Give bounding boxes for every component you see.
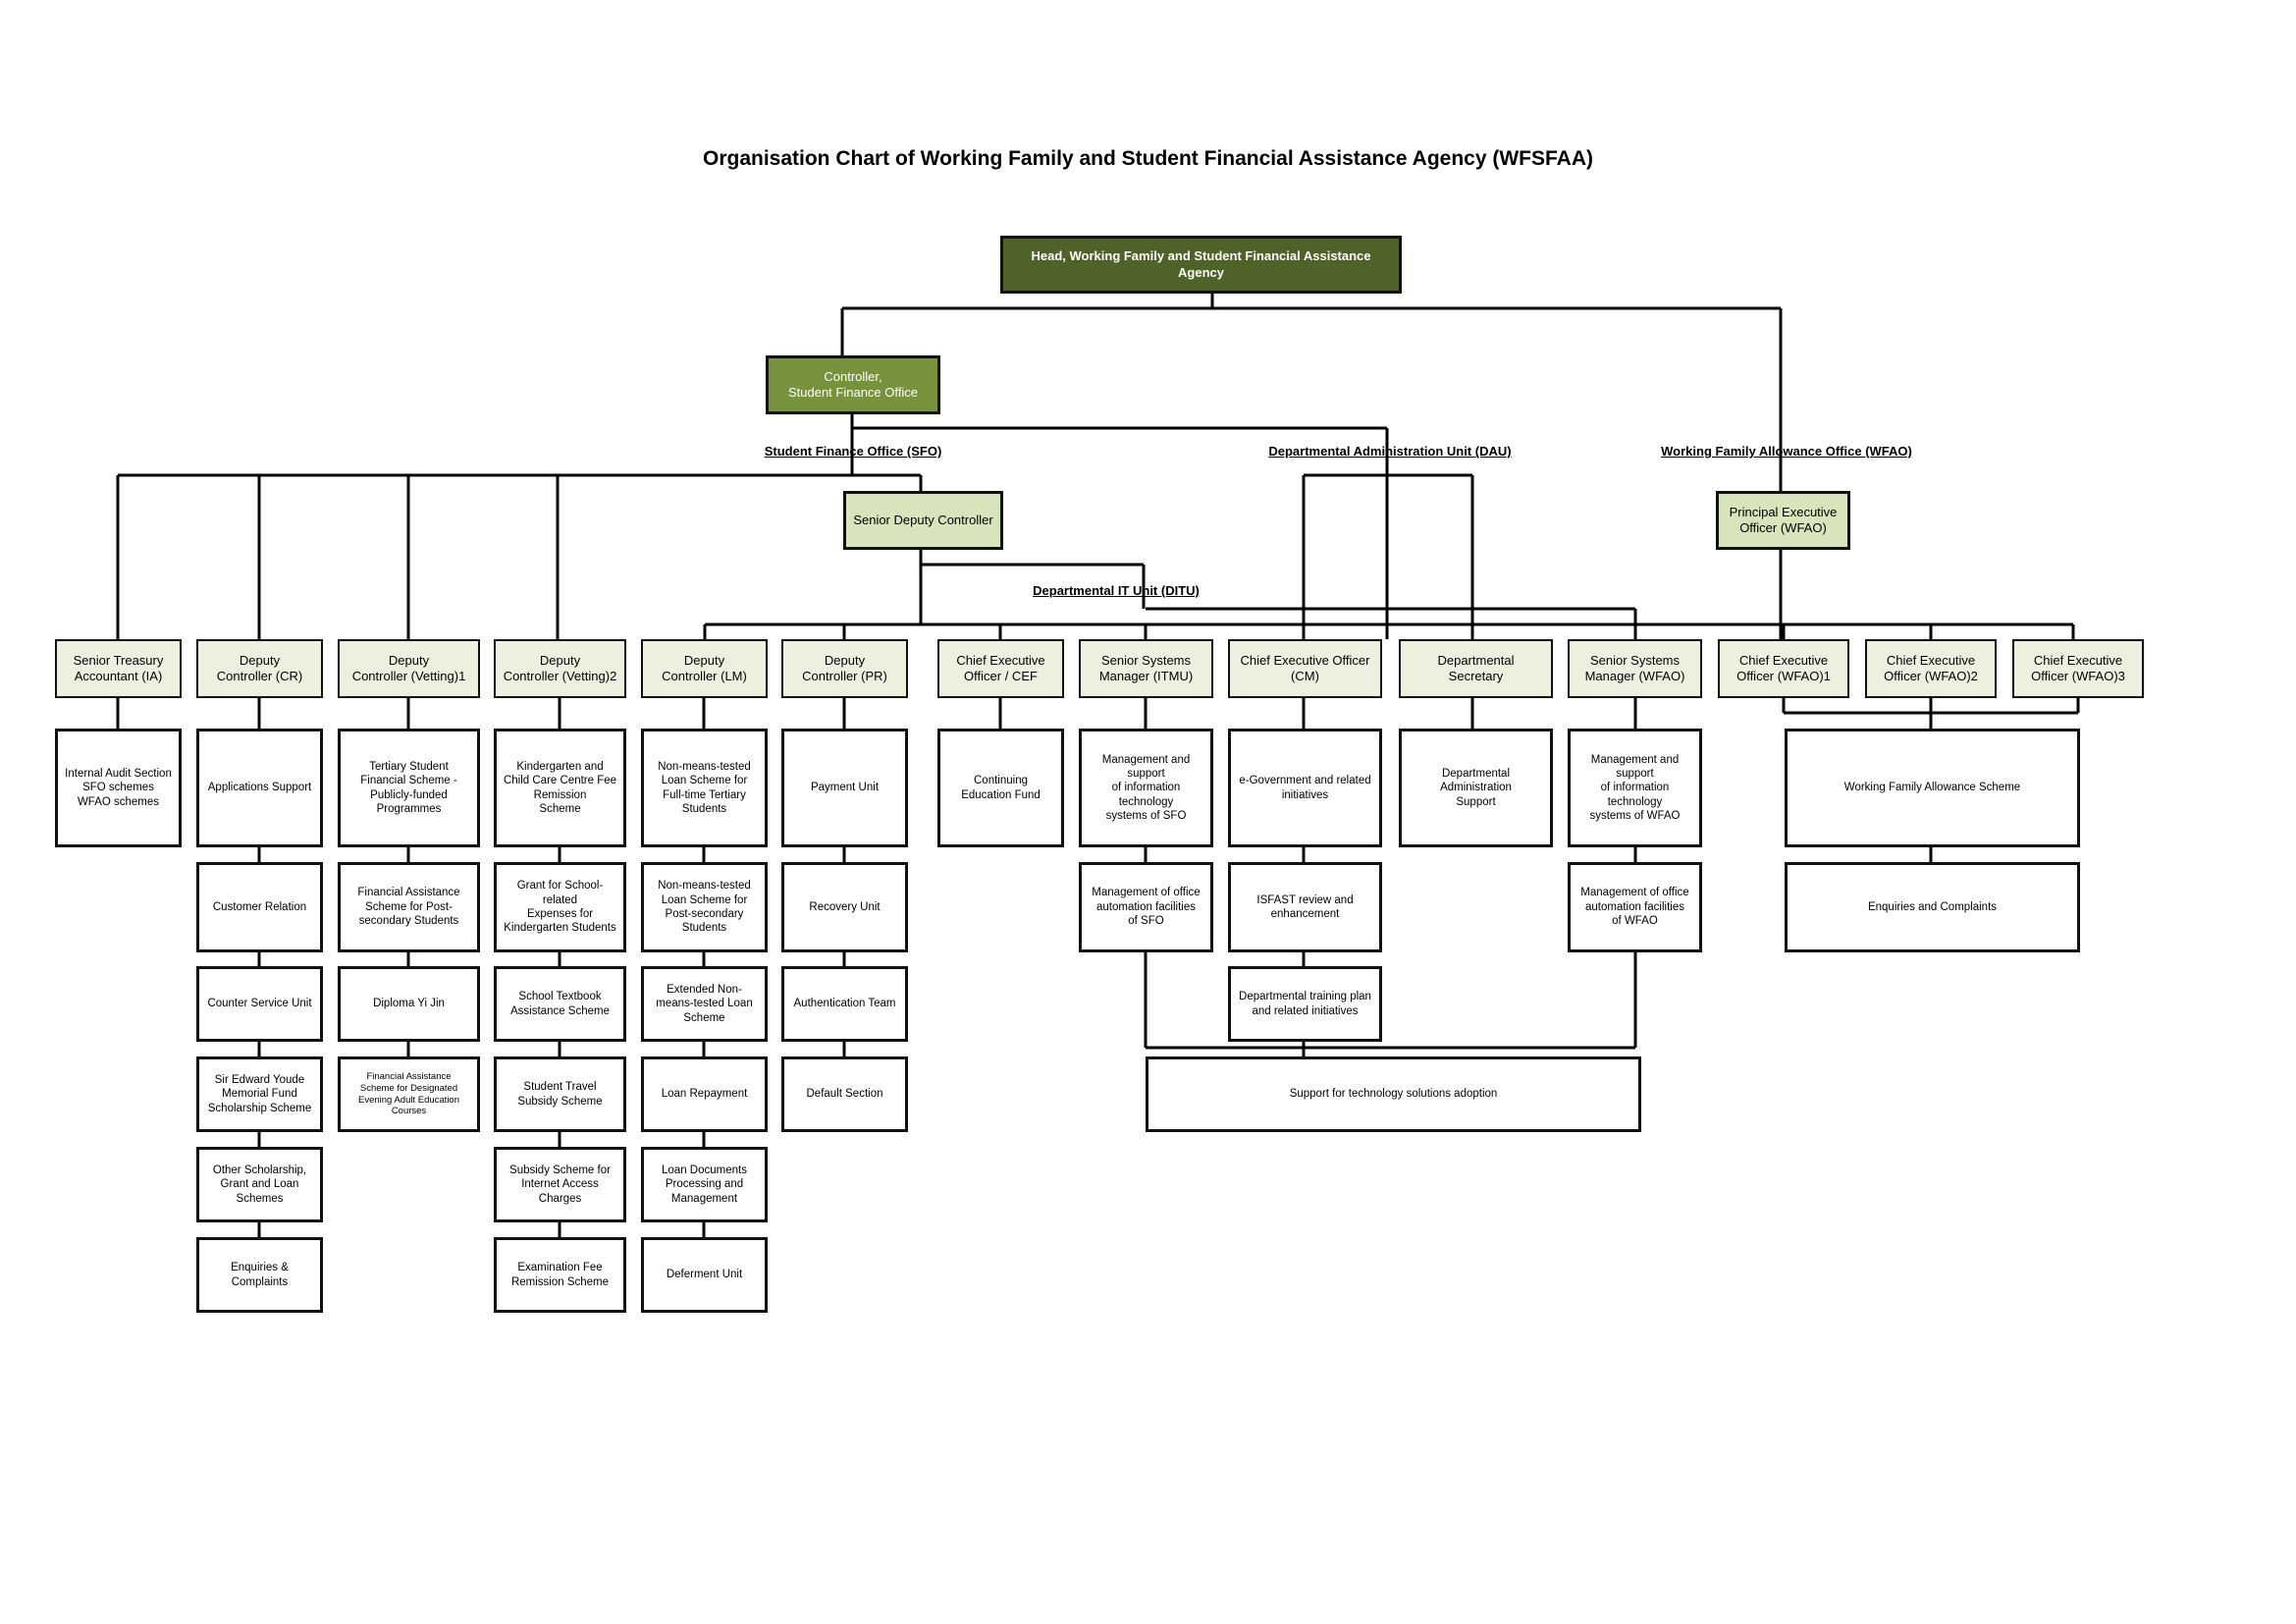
unit-box[interactable]: Tertiary Student Financial Scheme - Publ… — [338, 729, 480, 847]
unit-box[interactable]: Continuing Education Fund — [937, 729, 1064, 847]
ditu-label: Departmental IT Unit (DITU) — [1033, 583, 1200, 598]
chart-title: Organisation Chart of Working Family and… — [702, 147, 1593, 170]
unit-box[interactable]: Counter Service Unit — [196, 966, 323, 1042]
unit-box[interactable]: Financial Assistance Scheme for Post- se… — [338, 862, 480, 952]
departmental-secretary-box[interactable]: Departmental Secretary — [1399, 639, 1553, 698]
unit-box[interactable]: Non-means-tested Loan Scheme for Post-se… — [641, 862, 768, 952]
unit-box[interactable]: Recovery Unit — [781, 862, 908, 952]
unit-box[interactable]: Student Travel Subsidy Scheme — [494, 1056, 626, 1132]
unit-box[interactable]: Management and support of information te… — [1568, 729, 1702, 847]
senior-deputy-controller-box[interactable]: Senior Deputy Controller — [843, 491, 1003, 550]
unit-box[interactable]: Loan Repayment — [641, 1056, 768, 1132]
enquiries-and-complaints-box[interactable]: Enquiries and Complaints — [1785, 862, 2080, 952]
unit-box[interactable]: Default Section — [781, 1056, 908, 1132]
sfo-label: Student Finance Office (SFO) — [764, 444, 942, 459]
unit-box[interactable]: Applications Support — [196, 729, 323, 847]
chief-executive-officer-cm-box[interactable]: Chief Executive Officer (CM) — [1228, 639, 1382, 698]
dau-label: Departmental Administration Unit (DAU) — [1268, 444, 1512, 459]
principal-executive-officer-wfao-box[interactable]: Principal Executive Officer (WFAO) — [1716, 491, 1850, 550]
chief-executive-officer-wfao1-box[interactable]: Chief Executive Officer (WFAO)1 — [1718, 639, 1849, 698]
unit-box[interactable]: Management of office automation faciliti… — [1079, 862, 1213, 952]
unit-box[interactable]: Customer Relation — [196, 862, 323, 952]
senior-systems-manager-wfao-box[interactable]: Senior Systems Manager (WFAO) — [1568, 639, 1702, 698]
technology-solutions-support-box[interactable]: Support for technology solutions adoptio… — [1146, 1056, 1641, 1132]
deputy-controller-pr-box[interactable]: Deputy Controller (PR) — [781, 639, 908, 698]
wfao-label: Working Family Allowance Office (WFAO) — [1661, 444, 1912, 459]
working-family-allowance-scheme-box[interactable]: Working Family Allowance Scheme — [1785, 729, 2080, 847]
unit-box[interactable]: Financial Assistance Scheme for Designat… — [338, 1056, 480, 1132]
head-agency-box[interactable]: Head, Working Family and Student Financi… — [1000, 236, 1402, 294]
chief-executive-officer-cef-box[interactable]: Chief Executive Officer / CEF — [937, 639, 1064, 698]
unit-box[interactable]: Non-means-tested Loan Scheme for Full-ti… — [641, 729, 768, 847]
unit-box[interactable]: Loan Documents Processing and Management — [641, 1147, 768, 1222]
unit-box[interactable]: e-Government and related initiatives — [1228, 729, 1382, 847]
unit-box[interactable]: School Textbook Assistance Scheme — [494, 966, 626, 1042]
chief-executive-officer-wfao3-box[interactable]: Chief Executive Officer (WFAO)3 — [2012, 639, 2144, 698]
unit-box[interactable]: Other Scholarship, Grant and Loan Scheme… — [196, 1147, 323, 1222]
deputy-controller-vetting2-box[interactable]: Deputy Controller (Vetting)2 — [494, 639, 626, 698]
unit-box[interactable]: Subsidy Scheme for Internet Access Charg… — [494, 1147, 626, 1222]
unit-box[interactable]: Departmental Administration Support — [1399, 729, 1553, 847]
unit-box[interactable]: Internal Audit Section SFO schemes WFAO … — [55, 729, 182, 847]
unit-box[interactable]: Examination Fee Remission Scheme — [494, 1237, 626, 1313]
unit-box[interactable]: Kindergarten and Child Care Centre Fee R… — [494, 729, 626, 847]
unit-box[interactable]: Deferment Unit — [641, 1237, 768, 1313]
unit-box[interactable]: Authentication Team — [781, 966, 908, 1042]
unit-box[interactable]: Payment Unit — [781, 729, 908, 847]
deputy-controller-lm-box[interactable]: Deputy Controller (LM) — [641, 639, 768, 698]
unit-box[interactable]: Grant for School-related Expenses for Ki… — [494, 862, 626, 952]
unit-box[interactable]: Management of office automation faciliti… — [1568, 862, 1702, 952]
senior-systems-manager-itmu-box[interactable]: Senior Systems Manager (ITMU) — [1079, 639, 1213, 698]
controller-sfo-box[interactable]: Controller, Student Finance Office — [766, 355, 940, 414]
unit-box[interactable]: ISFAST review and enhancement — [1228, 862, 1382, 952]
senior-treasury-accountant-box[interactable]: Senior Treasury Accountant (IA) — [55, 639, 182, 698]
unit-box[interactable]: Departmental training plan and related i… — [1228, 966, 1382, 1042]
unit-box[interactable]: Sir Edward Youde Memorial Fund Scholarsh… — [196, 1056, 323, 1132]
unit-box[interactable]: Extended Non- means-tested Loan Scheme — [641, 966, 768, 1042]
unit-box[interactable]: Management and support of information te… — [1079, 729, 1213, 847]
deputy-controller-vetting1-box[interactable]: Deputy Controller (Vetting)1 — [338, 639, 480, 698]
chief-executive-officer-wfao2-box[interactable]: Chief Executive Officer (WFAO)2 — [1865, 639, 1997, 698]
deputy-controller-cr-box[interactable]: Deputy Controller (CR) — [196, 639, 323, 698]
unit-box[interactable]: Enquiries & Complaints — [196, 1237, 323, 1313]
unit-box[interactable]: Diploma Yi Jin — [338, 966, 480, 1042]
